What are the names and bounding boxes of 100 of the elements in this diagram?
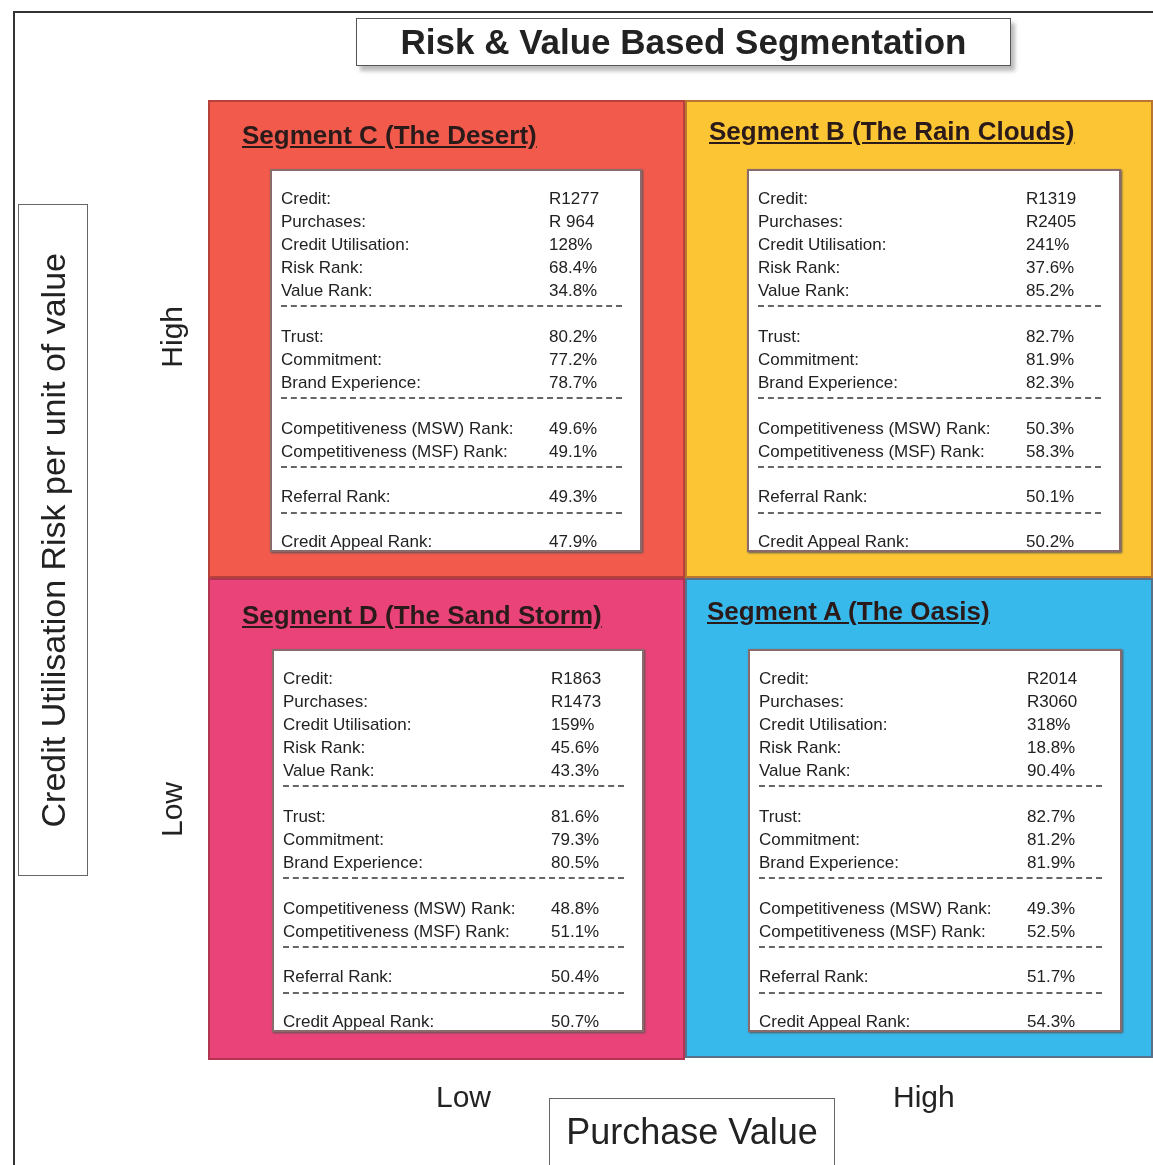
segment-quadrant	[685, 100, 1153, 578]
metric-value: R1473	[551, 692, 602, 712]
metric-label: Purchases:	[758, 212, 844, 232]
metric-value: 50.1%	[1026, 487, 1075, 507]
axis-level-label: Low	[155, 782, 189, 838]
metric-value: 79.3%	[551, 830, 600, 850]
metric-label: Commitment:	[758, 350, 860, 370]
metrics-panel	[270, 169, 642, 552]
metric-label: Brand Experience:	[759, 853, 899, 873]
title: Risk & Value Based Segmentation	[356, 18, 1011, 66]
metric-label: Credit Appeal Rank:	[759, 1012, 911, 1032]
metric-value: R1277	[549, 189, 600, 209]
metric-value: 50.3%	[1026, 419, 1075, 439]
metric-value: 45.6%	[551, 738, 600, 758]
metric-value: 49.3%	[1027, 899, 1076, 919]
metric-value: 58.3%	[1026, 442, 1075, 462]
metric-label: Value Rank:	[281, 281, 373, 301]
metric-label: Value Rank:	[758, 281, 850, 301]
metric-value: 50.2%	[1026, 532, 1075, 552]
axis-title-box	[18, 204, 88, 876]
metric-label: Competitiveness (MSW) Rank:	[759, 899, 992, 919]
metric-label: Risk Rank:	[283, 738, 366, 758]
metric-label: Referral Rank:	[281, 487, 391, 507]
metric-value: 81.2%	[1027, 830, 1076, 850]
segment-heading: Segment D (The Sand Storm)	[242, 600, 602, 631]
metric-value: 48.8%	[551, 899, 600, 919]
metric-value: 80.5%	[551, 853, 600, 873]
metric-label: Referral Rank:	[759, 967, 869, 987]
metric-value: 50.4%	[551, 967, 600, 987]
metric-value: 49.3%	[549, 487, 598, 507]
metric-value: 85.2%	[1026, 281, 1075, 301]
metric-label: Credit:	[759, 669, 810, 689]
metric-label: Competitiveness (MSF) Rank:	[759, 922, 986, 942]
metric-label: Competitiveness (MSF) Rank:	[281, 442, 508, 462]
segment-quadrant	[208, 100, 685, 578]
metric-label: Credit Appeal Rank:	[281, 532, 433, 552]
metric-value: 81.6%	[551, 807, 600, 827]
metric-value: R1863	[551, 669, 602, 689]
metric-label: Trust:	[281, 327, 324, 347]
metric-value: R1319	[1026, 189, 1077, 209]
metric-label: Credit Utilisation:	[283, 715, 412, 735]
metric-value: 159%	[551, 715, 595, 735]
metric-value: R2014	[1027, 669, 1078, 689]
metric-value: 241%	[1026, 235, 1070, 255]
metric-value: 82.7%	[1026, 327, 1075, 347]
metric-label: Brand Experience:	[283, 853, 423, 873]
metric-label: Trust:	[758, 327, 801, 347]
metric-value: 51.1%	[551, 922, 600, 942]
metric-value: 318%	[1027, 715, 1071, 735]
metric-label: Value Rank:	[759, 761, 851, 781]
metric-label: Brand Experience:	[758, 373, 898, 393]
metric-label: Credit Utilisation:	[759, 715, 888, 735]
metric-label: Purchases:	[759, 692, 845, 712]
metrics-panel	[272, 649, 644, 1032]
metric-value: 49.6%	[549, 419, 598, 439]
metric-label: Brand Experience:	[281, 373, 421, 393]
metric-label: Competitiveness (MSW) Rank:	[283, 899, 516, 919]
segment-quadrant	[685, 578, 1153, 1058]
metric-label: Value Rank:	[283, 761, 375, 781]
metric-value: 90.4%	[1027, 761, 1076, 781]
metric-label: Risk Rank:	[759, 738, 842, 758]
metric-label: Credit:	[758, 189, 809, 209]
metric-label: Trust:	[283, 807, 326, 827]
metric-value: 18.8%	[1027, 738, 1076, 758]
segment-quadrant	[208, 578, 685, 1060]
axis-level-label: High	[155, 306, 189, 368]
metric-value: 37.6%	[1026, 258, 1075, 278]
metric-label: Risk Rank:	[281, 258, 364, 278]
axis-level-label: Low	[436, 1080, 492, 1114]
metric-value: 50.7%	[551, 1012, 600, 1032]
metric-label: Purchases:	[283, 692, 369, 712]
metric-value: 82.3%	[1026, 373, 1075, 393]
metric-value: 47.9%	[549, 532, 598, 552]
metric-value: 49.1%	[549, 442, 598, 462]
axis-level-label: High	[893, 1080, 955, 1114]
metric-value: 78.7%	[549, 373, 598, 393]
metric-value: R3060	[1027, 692, 1078, 712]
metrics-panel	[748, 649, 1122, 1032]
metric-value: 80.2%	[549, 327, 598, 347]
metrics-panel	[747, 169, 1121, 552]
metric-label: Referral Rank:	[758, 487, 868, 507]
metric-label: Competitiveness (MSF) Rank:	[283, 922, 510, 942]
axis-title-box	[549, 1098, 835, 1165]
metric-value: 82.7%	[1027, 807, 1076, 827]
metric-value: 34.8%	[549, 281, 598, 301]
metric-label: Purchases:	[281, 212, 367, 232]
metric-label: Credit Appeal Rank:	[758, 532, 910, 552]
segment-heading: Segment B (The Rain Clouds)	[709, 116, 1075, 147]
metric-value: 77.2%	[549, 350, 598, 370]
metric-label: Competitiveness (MSW) Rank:	[281, 419, 514, 439]
metric-label: Competitiveness (MSF) Rank:	[758, 442, 985, 462]
metric-value: R2405	[1026, 212, 1077, 232]
metric-label: Credit:	[281, 189, 332, 209]
metric-label: Commitment:	[283, 830, 385, 850]
metric-value: 52.5%	[1027, 922, 1076, 942]
axis-title: Credit Utilisation Risk per unit of value	[33, 252, 73, 828]
metric-value: 81.9%	[1027, 853, 1076, 873]
metric-value: 54.3%	[1027, 1012, 1076, 1032]
metric-label: Referral Rank:	[283, 967, 393, 987]
metric-label: Credit Utilisation:	[758, 235, 887, 255]
